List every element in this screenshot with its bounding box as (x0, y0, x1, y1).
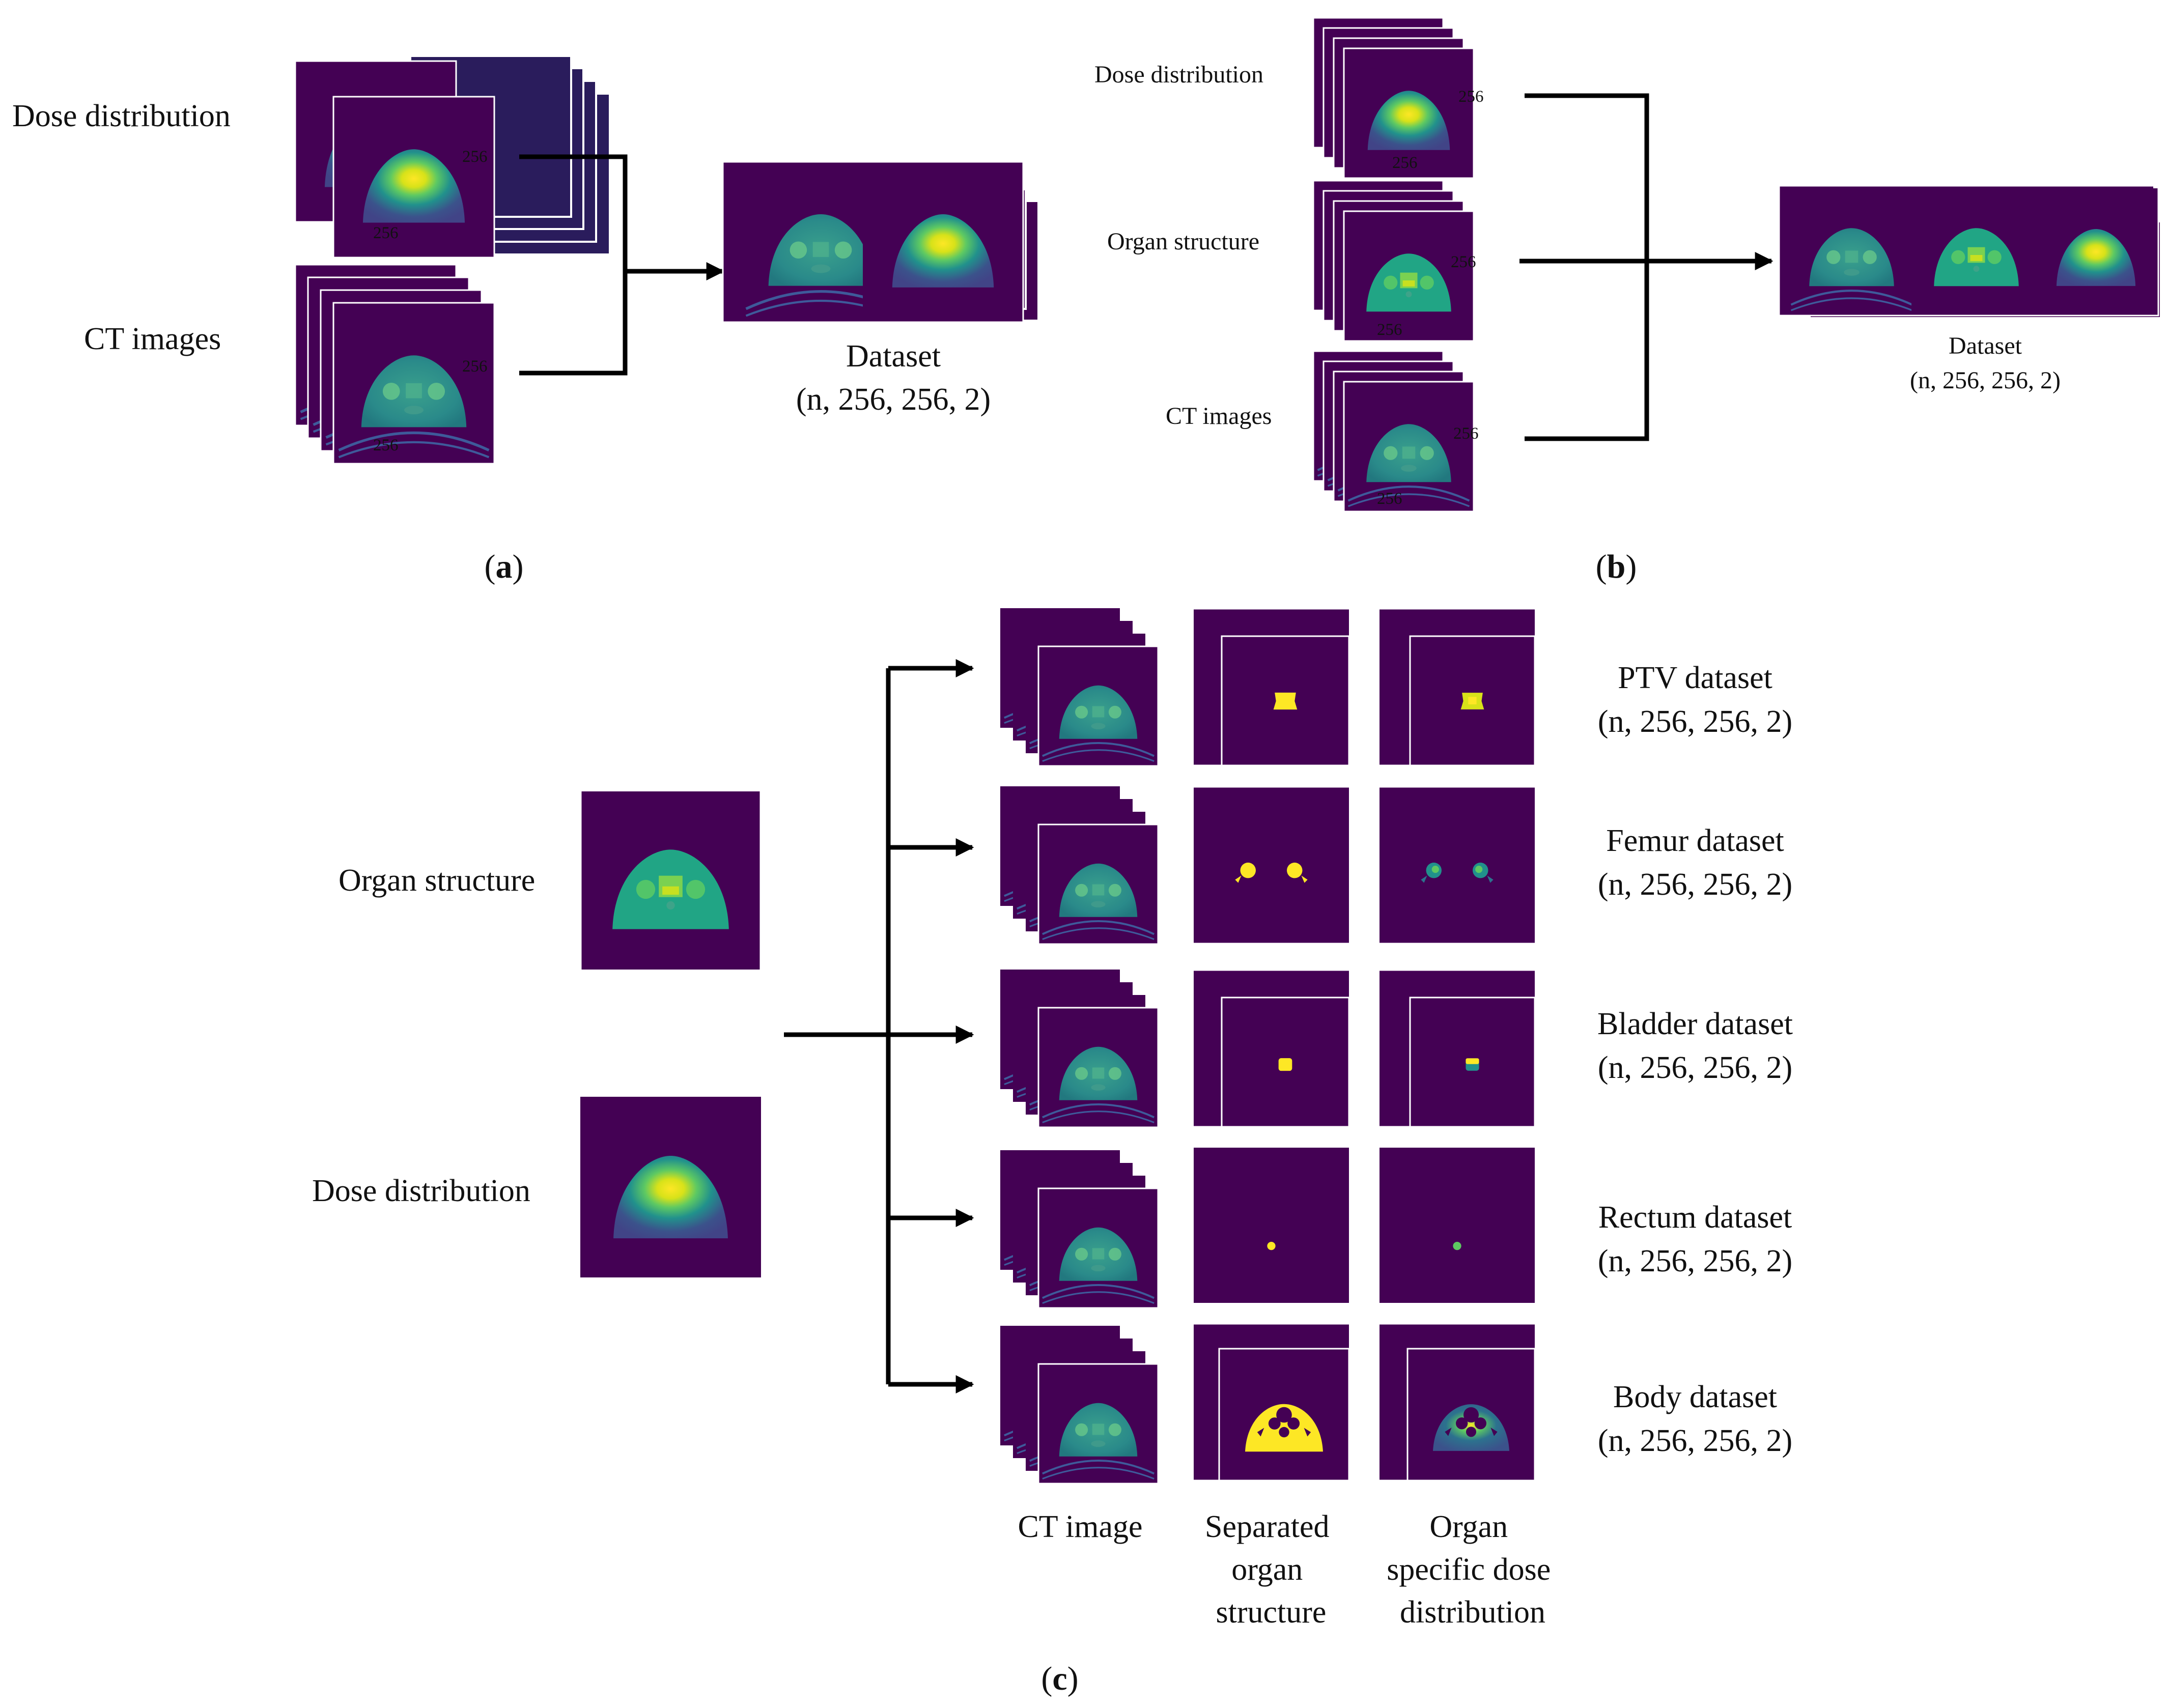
panel-c-femur-ct-image (1038, 824, 1158, 944)
panel-a-ct-dim-h: 256 (462, 357, 488, 376)
panel-c-caption-letter: c (1052, 1660, 1067, 1697)
panel-b-dose-stack (1312, 17, 1475, 179)
panel-c-femur-name: Femur dataset (1606, 823, 1784, 858)
panel-c-col-specific: Organ specific dose distribution (1387, 1510, 1558, 1630)
panel-a-ct-dim-w: 256 (373, 436, 399, 454)
panel-b-caption: (b) (1596, 548, 1637, 585)
panel-a-dataset-stack (722, 161, 1039, 323)
panel-c-caption: (c) (1041, 1660, 1078, 1697)
panel-a-dose-label: Dose distribution (12, 99, 231, 133)
panel-c-bladder-ct-image (1038, 1008, 1158, 1127)
panel-c-femur-shape: (n, 256, 256, 2) (1598, 867, 1792, 902)
panel-b-dataset-stack (1778, 185, 2162, 319)
panel-b-structure-image (1344, 211, 1474, 341)
panel-a: Dose distribution CT images 256 256 256 (12, 55, 1039, 585)
panel-c-row-bladder (1000, 970, 1536, 1128)
panel-c-row-rectum (1000, 1148, 1535, 1309)
panel-c-structure-image (581, 791, 760, 970)
panel-b-ct-dim-h: 256 (1453, 424, 1479, 443)
panel-c-body-name: Body dataset (1613, 1380, 1777, 1414)
panel-c-bladder-dose-image (1410, 1000, 1535, 1125)
panel-b-structure-label: Organ structure (1107, 228, 1259, 255)
panel-c-row-ptv (1000, 608, 1536, 767)
panel-b-dose-dim-w: 256 (1392, 154, 1418, 172)
panel-b-ct-label: CT images (1166, 403, 1272, 430)
panel-b-ct-stack (1312, 350, 1475, 513)
panel-a-ct-stack (294, 264, 495, 465)
panel-c-ptv-name: PTV dataset (1618, 661, 1772, 695)
panel-b-structure-dim-h: 256 (1451, 253, 1476, 271)
panel-c-col-specific-line-2: specific dose (1387, 1552, 1551, 1587)
panel-c-bladder-name: Bladder dataset (1597, 1007, 1793, 1041)
panel-c-rectum-ct-image (1038, 1188, 1158, 1308)
panel-c-femur-dose-image (1379, 787, 1535, 943)
panel-c-ptv-shape: (n, 256, 256, 2) (1598, 704, 1792, 739)
panel-a-merge-lines (519, 154, 628, 376)
panel-c-col-ct: CT image (1018, 1510, 1142, 1544)
panel-c: Organ structure Dose distribution (312, 608, 1793, 1697)
panel-c-rectum-dose-image (1379, 1148, 1535, 1303)
panel-c-col-specific-line-1: Organ (1429, 1510, 1508, 1544)
panel-a-dose-stack (294, 55, 611, 259)
panel-c-dose-label: Dose distribution (312, 1174, 530, 1208)
panel-c-rectum-name: Rectum dataset (1598, 1200, 1792, 1235)
panel-c-row-body (1000, 1324, 1536, 1485)
panel-c-structure-label: Organ structure (339, 863, 535, 898)
panel-b-dataset-title: Dataset (1949, 332, 2022, 359)
panel-b-dose-dim-h: 256 (1458, 88, 1484, 106)
panel-b-dose-label: Dose distribution (1094, 61, 1263, 88)
panel-b-caption-letter: b (1607, 548, 1626, 585)
panel-c-col-specific-line-3: distribution (1400, 1595, 1545, 1630)
panel-c-body-dose-image (1407, 1351, 1535, 1478)
panel-c-row-femur (1000, 786, 1535, 945)
panel-a-ct-label: CT images (84, 322, 221, 356)
panel-c-ptv-mask-image (1222, 637, 1349, 765)
panel-b-ct-dim-w: 256 (1377, 490, 1402, 508)
panel-c-col-separated-line-1: Separated (1205, 1510, 1329, 1544)
panel-a-caption: (a) (485, 548, 524, 585)
panel-b-merge-lines (1525, 93, 1649, 441)
panel-b-structure-dim-w: 256 (1377, 321, 1402, 339)
panel-c-body-mask-image (1219, 1350, 1349, 1480)
panel-c-ptv-dose-image (1410, 639, 1535, 763)
panel-b-structure-stack (1312, 180, 1475, 342)
panel-a-caption-letter: a (496, 548, 513, 585)
panel-c-rectum-shape: (n, 256, 256, 2) (1598, 1244, 1792, 1278)
panel-b-dataset-shape: (n, 256, 256, 2) (1910, 367, 2061, 394)
panel-a-dose-dim-w: 256 (373, 224, 399, 242)
panel-c-body-ct-image (1038, 1364, 1158, 1484)
panel-b: Dose distribution Organ structure CT ima… (1094, 17, 2162, 585)
panel-a-dataset-shape: (n, 256, 256, 2) (796, 382, 991, 417)
panel-c-rectum-mask-image (1194, 1148, 1349, 1303)
panel-c-body-shape: (n, 256, 256, 2) (1598, 1424, 1792, 1458)
panel-c-col-separated-line-3: structure (1216, 1595, 1327, 1630)
panel-c-dose-image (580, 1097, 761, 1277)
panel-c-col-separated-line-2: organ (1231, 1552, 1303, 1587)
panel-c-femur-mask-image (1194, 787, 1349, 943)
panel-a-dataset-title: Dataset (846, 339, 941, 374)
panel-c-bladder-mask-image (1222, 999, 1349, 1126)
panel-c-col-separated: Separated organ structure (1205, 1510, 1337, 1630)
panel-c-ptv-ct-image (1038, 646, 1158, 766)
panel-c-bladder-shape: (n, 256, 256, 2) (1598, 1050, 1792, 1085)
panel-b-ct-image (1344, 382, 1474, 511)
panel-a-dose-dim-h: 256 (462, 148, 488, 166)
